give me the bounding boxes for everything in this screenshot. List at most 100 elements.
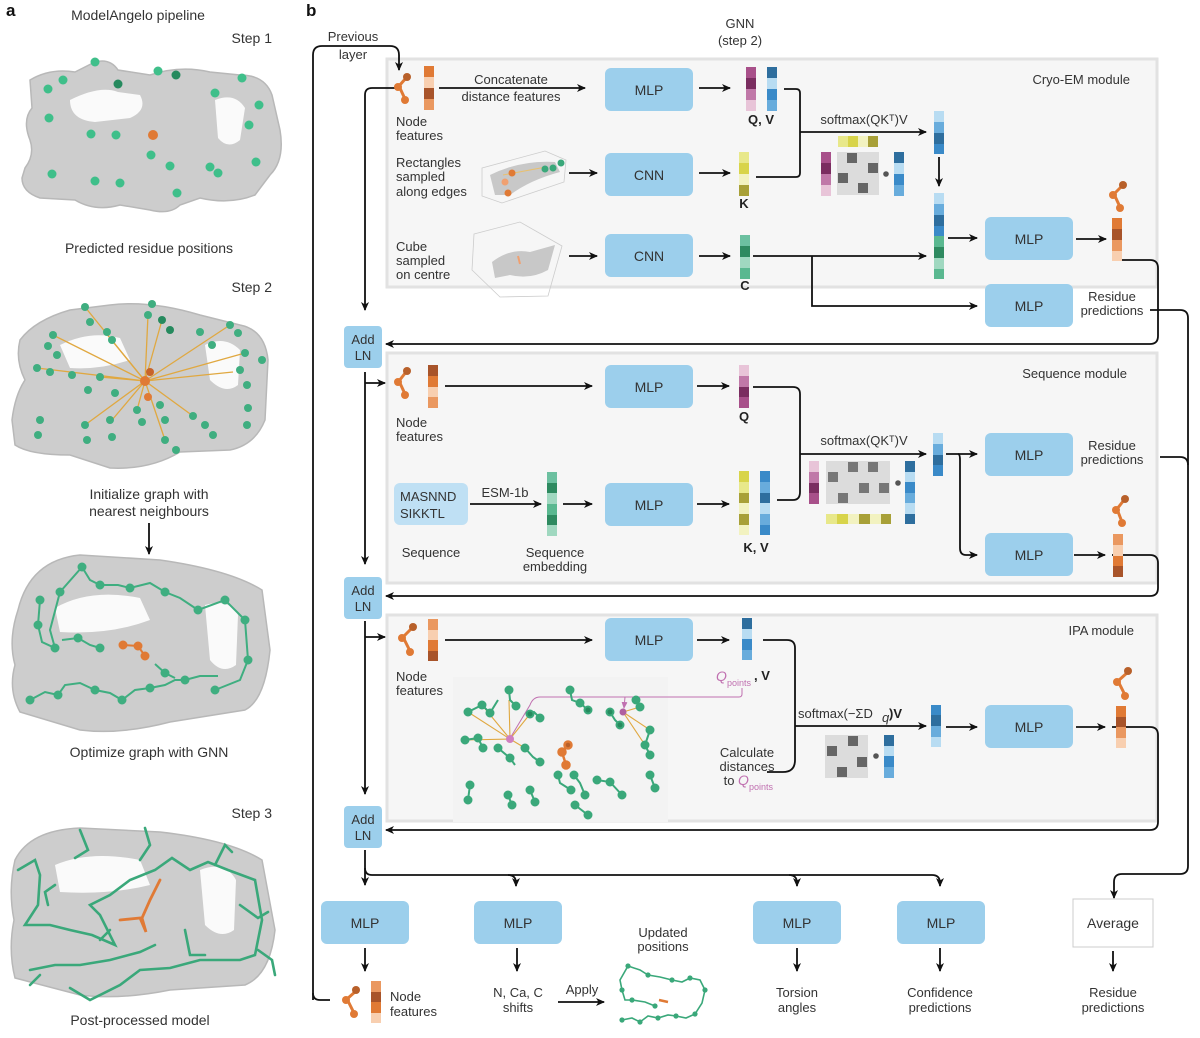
svg-text:LN: LN — [355, 828, 372, 843]
shifts-label-2: shifts — [503, 1000, 534, 1015]
c-to-residue-mlp-arrow — [811, 256, 978, 310]
step-2-label: Step 2 — [232, 279, 273, 295]
post-processed-current-residue — [118, 878, 162, 933]
output-confidence-mlp-box: MLP — [897, 901, 985, 944]
node-feature-vector — [424, 66, 434, 110]
qv-label: Q, V — [748, 112, 774, 127]
seq-qk-connector — [753, 386, 801, 501]
add-ln-box-1: Add LN — [344, 326, 382, 368]
k-vector — [739, 152, 749, 196]
ipa-node-features-label-1: Node — [396, 669, 427, 684]
seq-attention-output-vector — [933, 433, 943, 476]
svg-text:CNN: CNN — [634, 167, 664, 183]
seq-node-features-label-2: features — [396, 429, 443, 444]
cryo-attention-illustration — [821, 136, 904, 196]
k-label: K — [739, 196, 749, 211]
shifts-label-1: N, Ca, C — [493, 985, 543, 1000]
svg-text:Add: Add — [351, 583, 374, 598]
confidence-label-1: Confidence — [907, 985, 973, 1000]
c-vector — [740, 235, 750, 279]
feedback-loop-line — [312, 992, 330, 1001]
svg-text:Add: Add — [351, 812, 374, 827]
cube-label-3: on centre — [396, 267, 450, 282]
to-shift-mlp-arrow — [364, 867, 520, 887]
previous-layer-label-1: Previous — [328, 29, 379, 44]
updated-positions-illustration — [619, 963, 708, 1025]
cryo-output-mlp-box: MLP — [985, 217, 1073, 260]
step-3-label: Step 3 — [232, 805, 273, 821]
cryo-residue-label-2: predictions — [1081, 303, 1144, 318]
sequence-label: Sequence — [402, 545, 461, 560]
cryo-output-feature-vector — [1112, 218, 1122, 261]
cryo-attention-label: softmax(QKᵀ)V — [820, 112, 908, 127]
seq-node-icon — [394, 367, 411, 399]
seq-attention-label: softmax(QKᵀ)V — [820, 433, 908, 448]
output-node-mlp-box: MLP — [321, 901, 409, 944]
q-points-subscript: points — [727, 678, 752, 688]
q-vector — [746, 67, 756, 111]
svg-text:MLP: MLP — [635, 497, 664, 513]
backbone-line-1 — [361, 87, 395, 311]
seq-output-node-icon — [1112, 495, 1129, 527]
step-2b-caption: Optimize graph with GNN — [70, 744, 229, 760]
gnn-label-2: (step 2) — [718, 33, 762, 48]
step-1-residue-dots — [43, 57, 264, 198]
step-2-caption-line-1: Initialize graph with — [89, 486, 208, 502]
svg-text:LN: LN — [355, 348, 372, 363]
query-point-2 — [619, 708, 627, 716]
c-label: C — [740, 278, 750, 293]
rectangles-label-2: sampled — [396, 169, 445, 184]
seq-node-mlp-box: MLP — [985, 533, 1073, 576]
confidence-label-2: predictions — [909, 1000, 972, 1015]
output-node-feature-vector — [371, 981, 381, 1023]
calc-q-points-label: Q — [738, 772, 749, 788]
rectangles-label-3: along edges — [396, 184, 467, 199]
sequence-input-box: MASNND SIKKTL — [394, 483, 468, 525]
current-residue-dot — [148, 130, 158, 140]
cryo-mlp-box: MLP — [605, 68, 693, 111]
embedding-label-2: embedding — [523, 559, 587, 574]
svg-text:MLP: MLP — [927, 915, 956, 931]
add-ln-box-2: Add LN — [344, 577, 382, 619]
svg-text:softmax(−ΣD: softmax(−ΣD — [798, 706, 873, 721]
pipeline-title: ModelAngelo pipeline — [71, 7, 205, 23]
concat-label-1: Concatenate — [474, 72, 548, 87]
residue-predictions-aggregation-line — [1110, 309, 1189, 899]
cryo-residue-mlp-box: MLP — [985, 284, 1073, 327]
svg-text:MLP: MLP — [1015, 231, 1044, 247]
gnn-label-1: GNN — [726, 16, 755, 31]
seq-residue-label-1: Residue — [1088, 438, 1136, 453]
cryo-em-module-title: Cryo-EM module — [1032, 72, 1130, 87]
to-torsion-mlp-arrow — [508, 874, 801, 887]
ipa-connector — [763, 639, 796, 773]
seq-output-feature-vector — [1113, 534, 1123, 577]
embedding-label-1: Sequence — [526, 545, 585, 560]
svg-text:MLP: MLP — [1015, 719, 1044, 735]
svg-text:Add: Add — [351, 332, 374, 347]
output-node-features-label-2: features — [390, 1004, 437, 1019]
seq-k-vector — [739, 471, 749, 535]
seq-out-to-node-mlp — [957, 453, 978, 559]
query-point-1 — [506, 735, 514, 743]
ipa-mlp-box: MLP — [605, 618, 693, 661]
seq-residue-mlp-box: MLP — [985, 433, 1073, 476]
step-1-label: Step 1 — [232, 30, 273, 46]
optimized-graph-chain — [25, 562, 253, 705]
svg-text:)V: )V — [889, 706, 902, 721]
to-confidence-mlp-arrow — [789, 874, 944, 887]
svg-text:SIKKTL: SIKKTL — [400, 506, 445, 521]
esm-label: ESM-1b — [482, 485, 529, 500]
updated-positions-label-1: Updated — [638, 925, 687, 940]
previous-layer-arrow — [312, 45, 403, 1000]
calc-q-points-subscript: points — [749, 782, 774, 792]
post-processed-atomic-model — [16, 826, 277, 1002]
cryo-concat-vector — [934, 193, 944, 279]
svg-text:CNN: CNN — [634, 248, 664, 264]
cube-sample-illustration — [471, 221, 563, 298]
ipa-node-icon — [398, 623, 417, 656]
panel-a: a ModelAngelo pipeline Step 1 Predicted … — [6, 1, 282, 1028]
rectangles-label-1: Rectangles — [396, 155, 462, 170]
svg-text:q: q — [882, 710, 890, 725]
calc-label-3: to — [724, 773, 735, 788]
